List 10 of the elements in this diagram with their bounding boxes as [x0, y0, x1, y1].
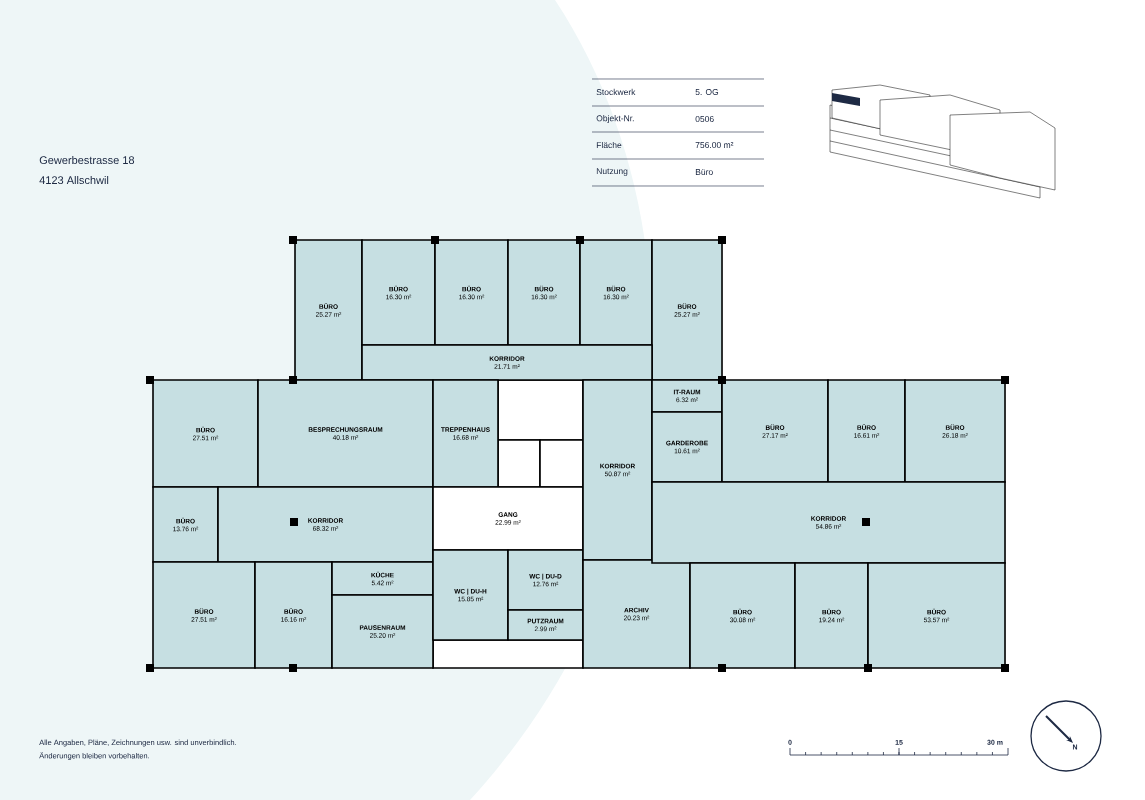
label: Objekt-Nr.	[596, 115, 634, 123]
label: Fläche	[596, 141, 622, 149]
label: 4123 Allschwil	[39, 175, 109, 185]
label: Nutzung	[596, 168, 628, 176]
label: Gewerbestrasse 18	[39, 155, 135, 165]
label: 5. OG	[695, 89, 719, 95]
label: Stockwerk	[596, 88, 636, 96]
label: 0506	[695, 116, 714, 122]
label: Büro	[695, 169, 713, 175]
label: 756.00 m²	[695, 142, 734, 148]
